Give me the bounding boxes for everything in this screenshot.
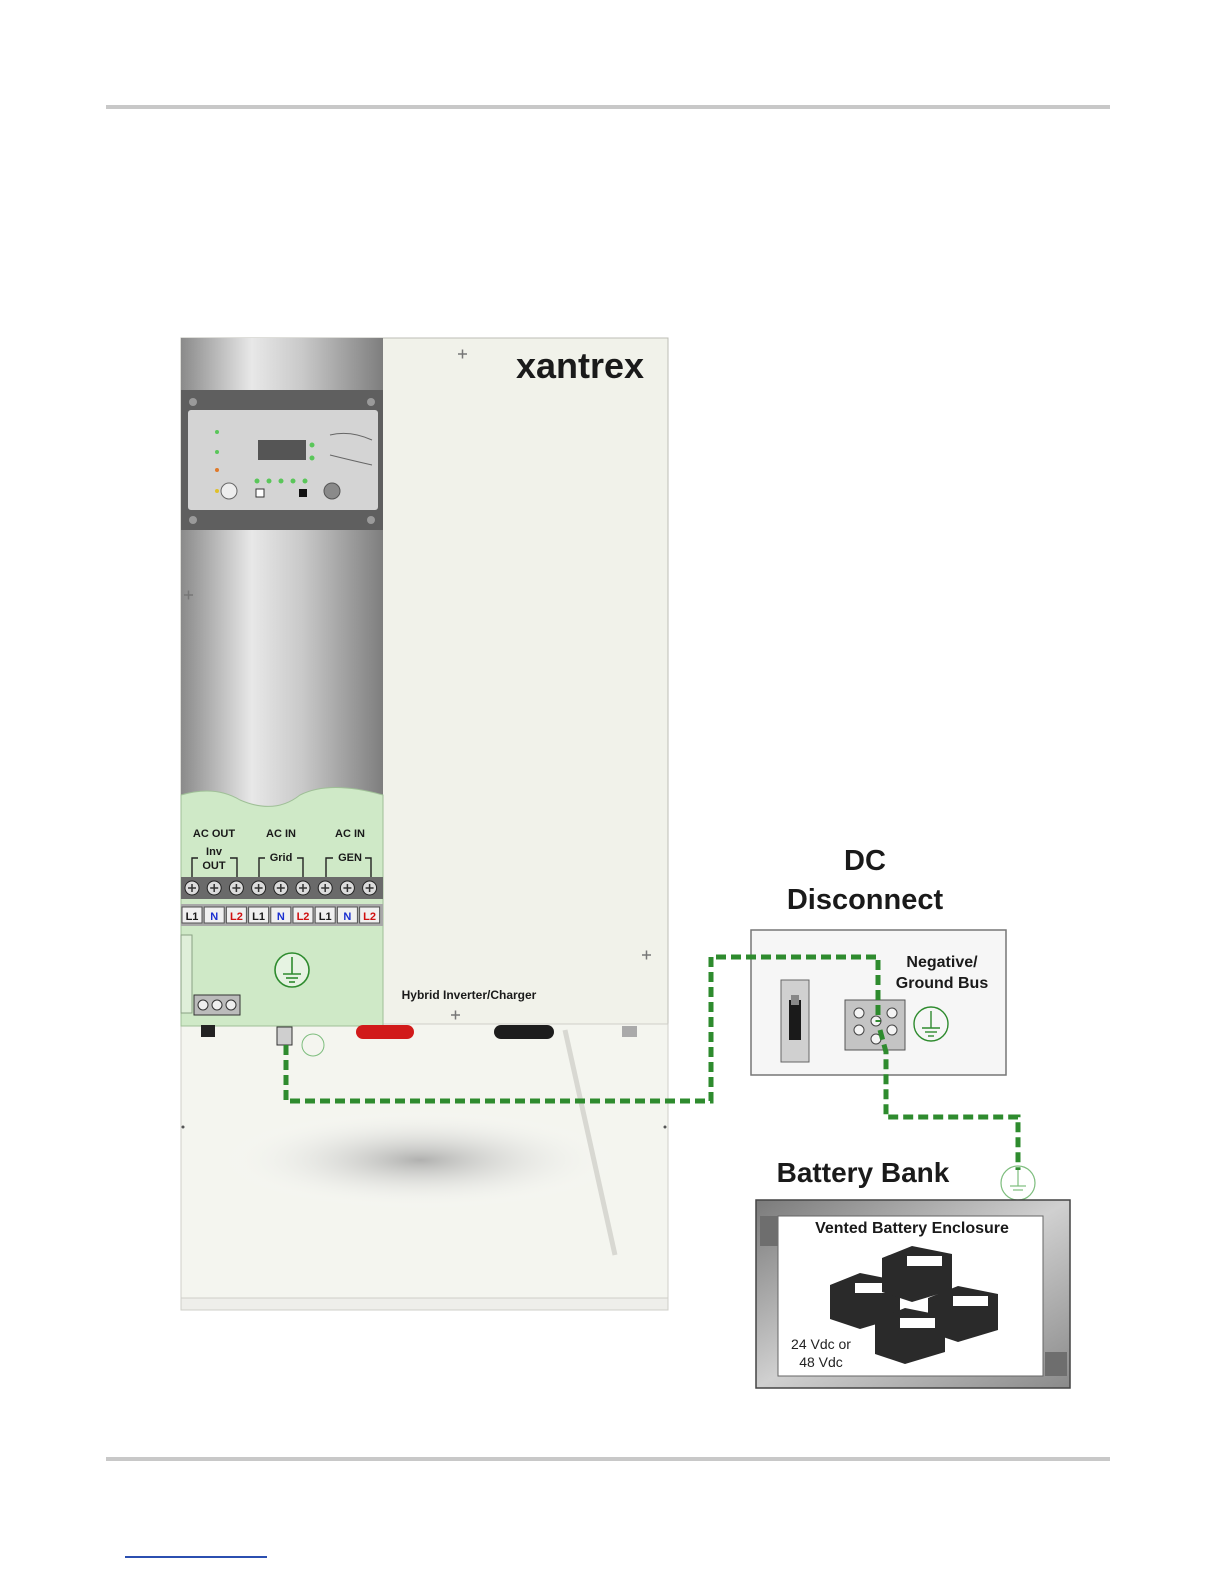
inverter-caption: Hybrid Inverter/Charger <box>402 988 537 1002</box>
terminal-group-1-sub1: Grid <box>270 852 293 864</box>
terminal-group-0-label: AC OUT <box>193 828 235 840</box>
panel-screw-icon <box>189 398 197 406</box>
panel-screw-icon <box>367 516 375 524</box>
status-led-icon <box>215 468 219 472</box>
chassis-ground-lug <box>277 1027 292 1045</box>
bus-label-2: Ground Bus <box>896 975 989 992</box>
conduit-fitting <box>201 1025 215 1037</box>
status-led-icon <box>215 489 219 493</box>
knob-button[interactable] <box>324 483 340 499</box>
panel-button[interactable] <box>299 489 307 497</box>
enclosure-label: Vented Battery Enclosure <box>815 1220 1009 1237</box>
side-hole <box>664 1126 667 1129</box>
terminal-group-2-sub1: GEN <box>338 852 362 864</box>
terminal-label: L1 <box>319 911 332 923</box>
inverter-unit: xantrex AC OUT AC IN AC IN Inv OUT Grid … <box>181 338 668 1310</box>
terminal-group-1-label: AC IN <box>266 828 296 840</box>
status-led-icon <box>291 479 296 484</box>
panel-screw-icon <box>189 516 197 524</box>
battery-voltage-2: 48 Vdc <box>799 1354 843 1370</box>
status-led-icon <box>279 479 284 484</box>
panel-screw-icon <box>367 398 375 406</box>
terminal-label: L2 <box>230 911 243 923</box>
battery-ground-icon <box>1001 1166 1035 1200</box>
battery-voltage-1: 24 Vdc or <box>791 1336 851 1352</box>
terminal-group-2-label: AC IN <box>335 828 365 840</box>
status-led-icon <box>255 479 260 484</box>
battery-bank: Battery Bank Vented Battery Enclosure <box>756 1157 1070 1388</box>
terminal-label: L1 <box>252 911 265 923</box>
terminal-label: L2 <box>363 911 376 923</box>
compartment-side-latch <box>181 935 192 1013</box>
battery-bank-title: Battery Bank <box>777 1157 950 1188</box>
terminal-label: N <box>210 911 218 923</box>
terminal-label: N <box>343 911 351 923</box>
status-led-icon <box>215 430 219 434</box>
dc-negative-terminal <box>494 1025 554 1039</box>
terminal-label: N <box>277 911 285 923</box>
status-led-icon <box>310 456 315 461</box>
small-terminal-strip <box>194 995 240 1015</box>
status-led-icon <box>215 450 219 454</box>
display-screen <box>258 440 306 460</box>
side-hole <box>182 1126 185 1129</box>
control-panel <box>181 390 383 530</box>
terminal-label: L1 <box>186 911 199 923</box>
base-strip <box>181 1298 668 1310</box>
dc-disconnect-title-1: DC <box>844 845 886 877</box>
status-led-icon <box>267 479 272 484</box>
dc-positive-terminal <box>356 1025 414 1039</box>
bus-label-1: Negative/ <box>906 954 978 971</box>
floor-shadow <box>220 1110 620 1210</box>
status-led-icon <box>303 479 308 484</box>
brand-logo: xantrex <box>516 345 644 386</box>
terminal-group-0-sub2: OUT <box>202 860 226 872</box>
terminal-group-0-sub1: Inv <box>206 846 223 858</box>
panel-button[interactable] <box>256 489 264 497</box>
status-led-icon <box>310 443 315 448</box>
vent-plug <box>622 1026 637 1037</box>
ground-symbol-icon <box>275 953 309 987</box>
dc-disconnect-title-2: Disconnect <box>787 884 944 916</box>
terminal-label: L2 <box>297 911 310 923</box>
power-button[interactable] <box>221 483 237 499</box>
